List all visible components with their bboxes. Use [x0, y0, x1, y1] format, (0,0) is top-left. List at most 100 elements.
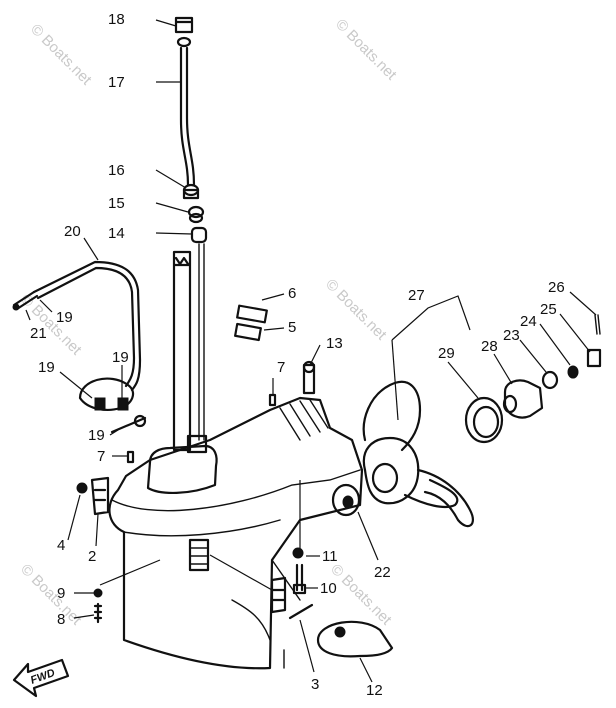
grommet-18 — [176, 36, 192, 48]
leader-24 — [539, 323, 571, 366]
bracket-2 — [90, 476, 110, 516]
screw-8 — [93, 602, 103, 624]
callout-29: 29 — [438, 345, 455, 362]
nut-24 — [567, 365, 579, 379]
leader-27a — [391, 339, 399, 421]
fwd-arrow-icon — [12, 658, 70, 698]
anode-6 — [236, 304, 268, 324]
water-tube-20 — [32, 260, 142, 392]
callout-22: 22 — [374, 564, 391, 581]
watermark-text: © Boats.net — [17, 561, 85, 629]
leader-28 — [493, 353, 513, 385]
oring-15 — [187, 205, 205, 219]
bolt-13 — [302, 363, 316, 395]
callout-6: 6 — [288, 285, 296, 302]
leader-15 — [155, 202, 189, 213]
trim-tab-12 — [316, 620, 394, 658]
screw-21-head — [12, 303, 20, 311]
anode-3 — [270, 576, 287, 614]
callout-13: 13 — [326, 335, 343, 352]
leader-23 — [519, 339, 547, 373]
callout-3: 3 — [311, 676, 319, 693]
casing-outline — [108, 396, 364, 670]
leader-8 — [73, 614, 95, 619]
shift-rod-assembly — [174, 16, 208, 441]
callout-19-c: 19 — [112, 349, 129, 366]
bolt-10 — [295, 563, 304, 592]
leader-19a — [39, 299, 53, 313]
bushing-16-body — [182, 188, 200, 200]
callout-17: 17 — [108, 74, 125, 91]
leader-5 — [263, 327, 285, 331]
callout-19-b: 19 — [38, 359, 55, 376]
callout-28: 28 — [481, 338, 498, 355]
leader-29 — [447, 361, 479, 399]
leader-6 — [261, 293, 285, 301]
nut-25 — [586, 348, 602, 368]
callout-15: 15 — [108, 195, 125, 212]
callout-8: 8 — [57, 611, 65, 628]
oring-15-inner — [188, 212, 204, 224]
leader-12 — [359, 657, 373, 683]
shift-rod-lower — [198, 243, 205, 441]
washer-9 — [93, 588, 103, 598]
leader-25 — [559, 313, 591, 353]
cotter-pin-26 — [594, 314, 601, 335]
nut-4 — [76, 482, 88, 494]
leader-19b — [59, 371, 93, 399]
leader-26 — [569, 291, 597, 316]
water-tube — [32, 260, 142, 392]
propeller-27 — [362, 380, 474, 528]
hub-bore — [371, 462, 399, 494]
washer-inner — [342, 495, 354, 509]
leader-14 — [155, 232, 193, 235]
spacer-29 — [464, 396, 504, 444]
exhaust-insert — [188, 538, 210, 572]
casing-fasteners — [76, 304, 316, 669]
callout-10: 10 — [320, 580, 337, 597]
callout-5: 5 — [288, 319, 296, 336]
propeller-blade-right — [416, 468, 474, 528]
water-pump-housing — [146, 444, 218, 495]
link-casing-lower — [99, 480, 301, 591]
casing-midline — [123, 519, 281, 641]
pin-7-b — [126, 450, 135, 464]
lower-casing — [108, 396, 364, 670]
grommet-19-c — [133, 414, 147, 428]
casing-cavitation-plate — [111, 469, 361, 512]
callout-14: 14 — [108, 225, 125, 242]
watermark-text: © Boats.net — [322, 276, 390, 344]
shift-rod-17 — [179, 46, 196, 187]
callout-18: 18 — [108, 11, 125, 28]
screw-3 — [288, 603, 314, 620]
casing-ribs — [279, 399, 329, 441]
grommet-19-b — [117, 397, 129, 411]
prop-hardware — [502, 314, 602, 419]
leader-18 — [155, 19, 177, 27]
callout-4: 4 — [57, 537, 65, 554]
pump-outlet — [186, 434, 208, 454]
washer-23 — [541, 370, 559, 390]
exhaust-insert-detail — [189, 547, 209, 565]
spacer-outer — [464, 396, 504, 444]
anode-5 — [234, 322, 262, 342]
thrust-washer-22 — [331, 483, 361, 517]
bushing-14 — [190, 226, 208, 244]
bracket-27 — [391, 295, 471, 341]
leader-13 — [309, 344, 321, 366]
callout-7-b: 7 — [97, 448, 105, 465]
washer-outer — [331, 483, 361, 517]
callout-27: 27 — [408, 287, 425, 304]
forward-direction-indicator: FWD — [12, 658, 70, 698]
propeller-hub — [362, 436, 420, 505]
bolt-13-head — [302, 360, 316, 374]
leader-4 — [67, 494, 81, 541]
callout-26: 26 — [548, 279, 565, 296]
leader-19d — [109, 429, 119, 436]
callout-7-a: 7 — [277, 359, 285, 376]
trim-tab-bolt — [334, 626, 346, 638]
watermark-text: © Boats.net — [27, 21, 95, 89]
bolt-10-head — [292, 583, 307, 595]
washer-11 — [292, 547, 304, 559]
